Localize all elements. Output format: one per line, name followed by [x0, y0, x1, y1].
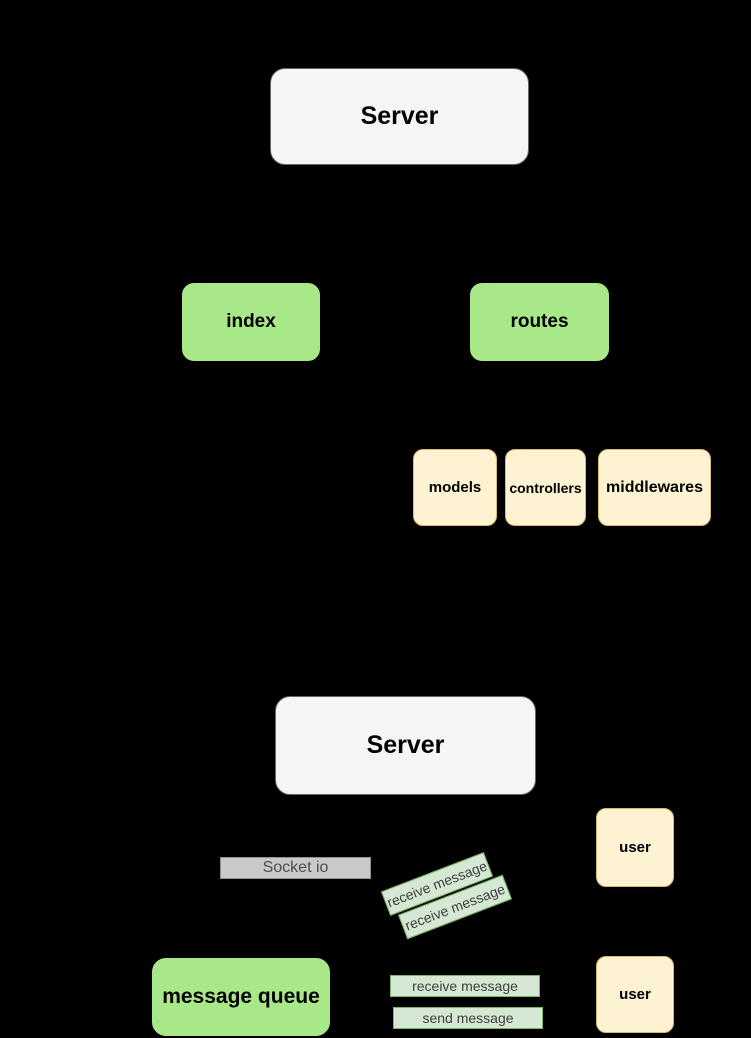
send-message-label: send message [393, 1007, 543, 1029]
server-box-top: Server [270, 68, 529, 165]
server-box-bottom: Server [275, 696, 536, 795]
receive-message-label: receive message [390, 975, 540, 997]
models-box: models [413, 449, 497, 526]
user-box-top: user [596, 808, 674, 887]
middlewares-box: middlewares [598, 449, 711, 526]
message-queue-box: message queue [152, 958, 330, 1036]
user-box-bottom: user [596, 956, 674, 1033]
socket-io-label: Socket io [220, 857, 371, 879]
index-box: index [182, 283, 320, 361]
routes-box: routes [470, 283, 609, 361]
controllers-box: controllers [505, 449, 586, 526]
